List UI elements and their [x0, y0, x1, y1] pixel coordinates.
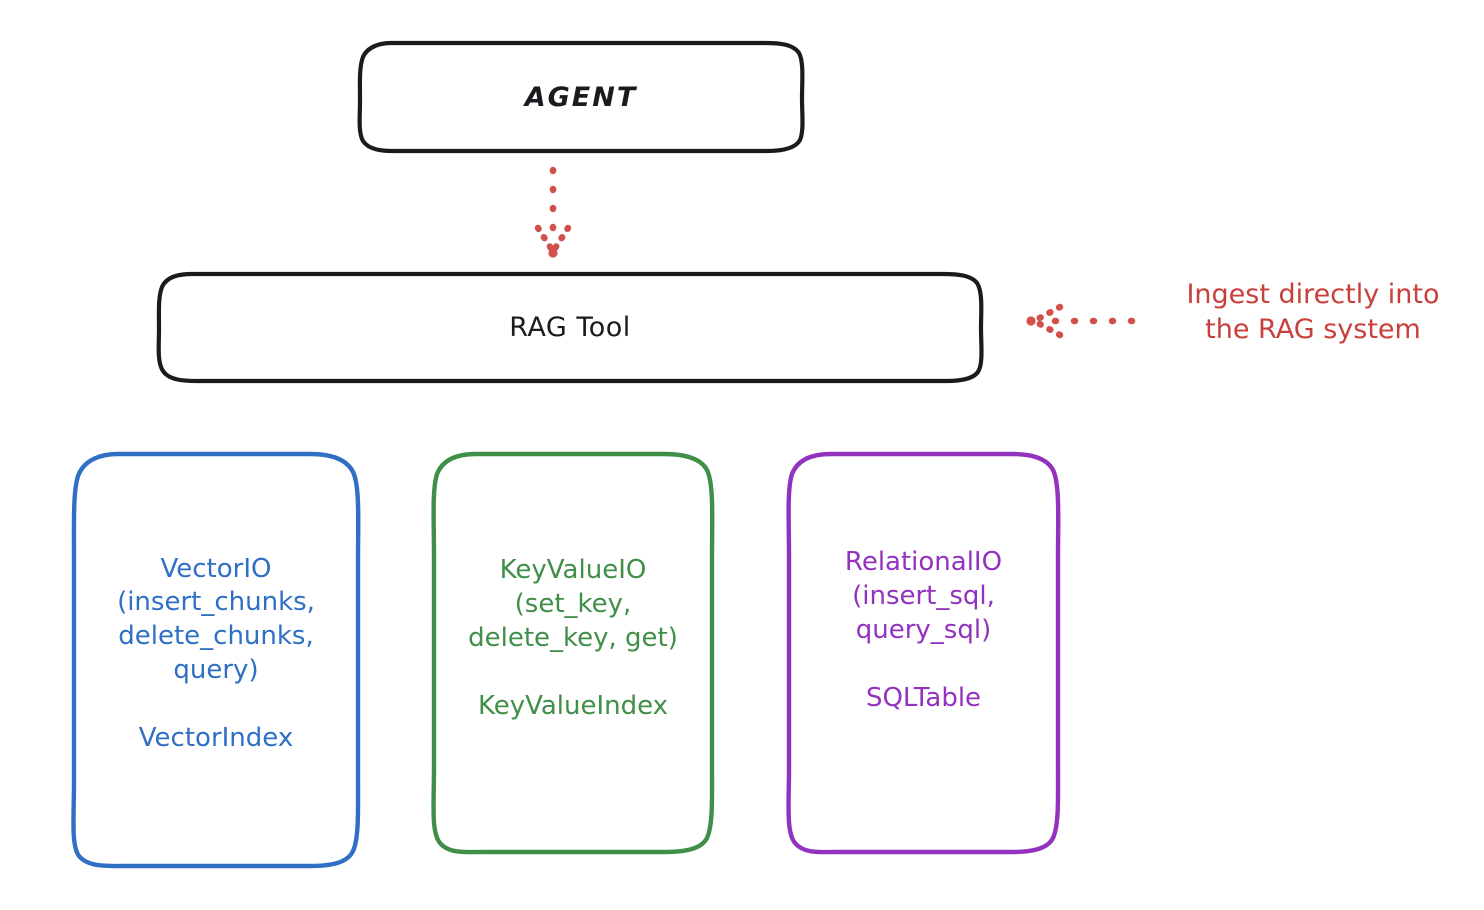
- rag-tool-label: RAG Tool: [509, 312, 631, 343]
- ingest-annotation-label: Ingest directly into the RAG system: [1186, 279, 1440, 345]
- provider-keyvalue-index: KeyValueIndex: [477, 690, 669, 721]
- provider-node-keyvalue[interactable]: KeyValueIO (set_key, delete_key, get) Ke…: [430, 450, 716, 856]
- provider-vector-index: VectorIndex: [138, 722, 294, 753]
- connector-ingest-to-rag-tool: [1026, 303, 1136, 339]
- provider-node-relational[interactable]: RelationalIO (insert_sql, query_sql) SQL…: [785, 450, 1062, 856]
- provider-keyvalue-title: KeyValueIO (set_key, delete_key, get): [468, 555, 678, 653]
- provider-node-vector[interactable]: VectorIO (insert_chunks, delete_chunks, …: [70, 450, 362, 870]
- provider-vector-title: VectorIO (insert_chunks, delete_chunks, …: [117, 553, 315, 685]
- agent-label: AGENT: [524, 81, 638, 113]
- provider-relational-title: RelationalIO (insert_sql, query_sql): [844, 547, 1003, 645]
- connector-agent-to-rag-tool: [534, 166, 572, 258]
- rag-tool-node[interactable]: RAG Tool: [156, 271, 984, 384]
- provider-relational-index: SQLTable: [865, 682, 982, 713]
- agent-node[interactable]: AGENT: [357, 40, 805, 154]
